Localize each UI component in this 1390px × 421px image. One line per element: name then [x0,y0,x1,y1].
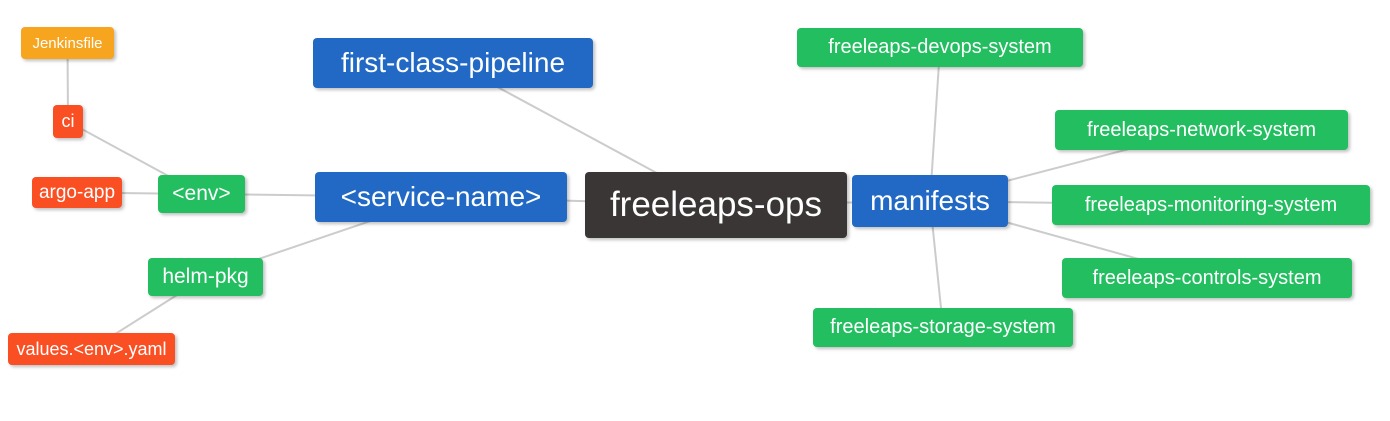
node-label: <env> [172,182,231,205]
node-first-class-pipeline[interactable]: first-class-pipeline [313,38,593,88]
node-label: freeleaps-ops [609,185,823,224]
node-values-env-yaml[interactable]: values.<env>.yaml [8,333,175,365]
node-label: values.<env>.yaml [16,338,167,359]
node-manifests[interactable]: manifests [852,175,1008,227]
node-freeleaps-controls-system[interactable]: freeleaps-controls-system [1062,258,1352,298]
node-label: freeleaps-network-system [1087,118,1316,141]
node-ci[interactable]: ci [53,105,83,138]
node-label: first-class-pipeline [340,47,566,78]
node-freeleaps-ops-root[interactable]: freeleaps-ops [585,172,847,238]
node-freeleaps-storage-system[interactable]: freeleaps-storage-system [813,308,1073,347]
node-label: helm-pkg [162,265,249,288]
node-helm-pkg[interactable]: helm-pkg [148,258,263,296]
node-label: freeleaps-devops-system [828,36,1052,58]
node-label: freeleaps-controls-system [1092,266,1322,289]
node-freeleaps-network-system[interactable]: freeleaps-network-system [1055,110,1348,150]
node-label: manifests [870,185,990,216]
node-label: freeleaps-monitoring-system [1084,193,1338,216]
node-label: <service-name> [340,181,542,212]
node-label: ci [61,111,75,131]
node-label: argo-app [38,181,116,203]
node-freeleaps-monitoring-system[interactable]: freeleaps-monitoring-system [1052,185,1370,225]
node-freeleaps-devops-system[interactable]: freeleaps-devops-system [797,28,1083,67]
node-argo-app[interactable]: argo-app [32,177,122,208]
node-jenkinsfile[interactable]: Jenkinsfile [21,27,114,59]
node-env[interactable]: <env> [158,175,245,213]
node-label: freeleaps-storage-system [830,316,1056,338]
node-label: Jenkinsfile [32,34,103,52]
node-service-name[interactable]: <service-name> [315,172,567,222]
